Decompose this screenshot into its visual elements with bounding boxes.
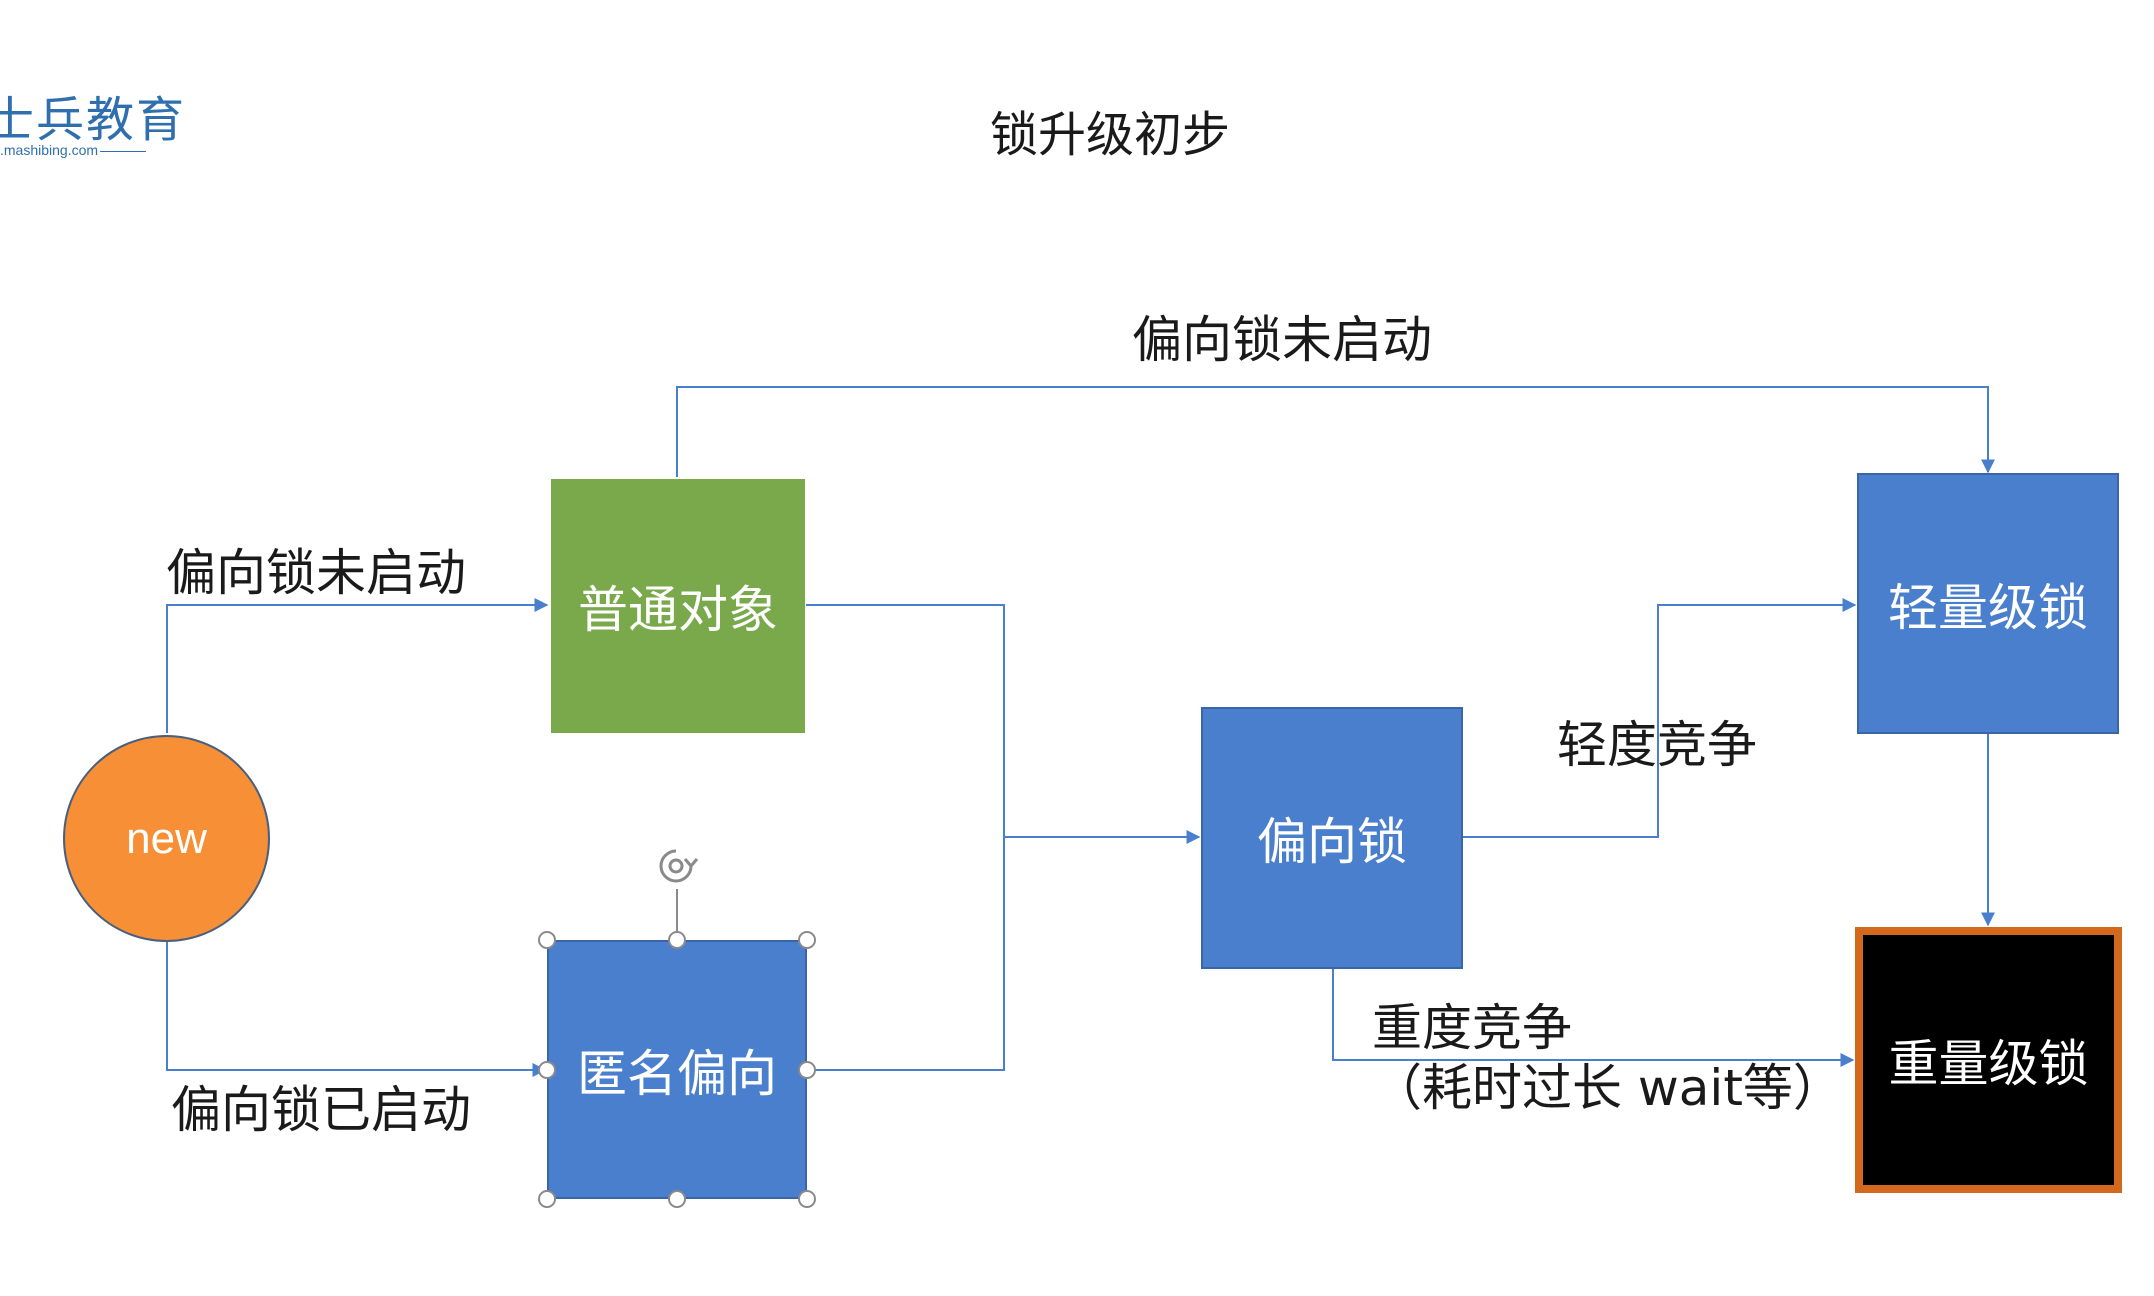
connector-biased-to-heavyweight xyxy=(1332,968,1855,1067)
connector-normal-to-merge xyxy=(806,604,1005,837)
connector-anonymous-to-merge xyxy=(807,837,1005,1071)
resize-handle-top-center[interactable] xyxy=(668,931,686,949)
logo-text: 士兵教育 xyxy=(0,92,187,148)
connector-new-to-anonymous xyxy=(166,938,547,1077)
node-normal-object[interactable]: 普通对象 xyxy=(551,479,805,733)
node-biased-lock[interactable]: 偏向锁 xyxy=(1201,707,1463,969)
label-new-to-normal: 偏向锁未启动 xyxy=(166,544,466,602)
diagram-title: 锁升级初步 xyxy=(989,107,1230,163)
node-lightweight-lock[interactable]: 轻量级锁 xyxy=(1857,473,2119,734)
connector-normal-to-lightweight xyxy=(676,386,1995,477)
node-new[interactable]: new xyxy=(63,735,270,942)
node-heavyweight-lock[interactable]: 重量级锁 xyxy=(1855,927,2122,1193)
connector-biased-to-lightweight xyxy=(1461,598,1857,838)
resize-handle-middle-right[interactable] xyxy=(798,1061,816,1079)
logo-url: .mashibing.com xyxy=(0,142,99,158)
label-new-to-anonymous: 偏向锁已启动 xyxy=(171,1081,471,1139)
label-heavy-contention: 重度竞争 xyxy=(1372,999,1572,1057)
connector-new-to-normal xyxy=(166,598,549,733)
resize-handle-bottom-right[interactable] xyxy=(798,1190,816,1208)
label-heavy-contention-note: （耗时过长 wait等） xyxy=(1372,1059,1843,1117)
logo-url-row: .mashibing.com xyxy=(0,142,147,158)
label-light-contention: 轻度竞争 xyxy=(1557,716,1757,774)
node-anonymous-biased[interactable]: 匿名偏向 xyxy=(547,940,807,1199)
resize-handle-middle-left[interactable] xyxy=(538,1061,556,1079)
label-top-bias-disabled: 偏向锁未启动 xyxy=(1132,311,1432,369)
rotate-handle-stem xyxy=(676,889,678,939)
resize-handle-bottom-center[interactable] xyxy=(668,1190,686,1208)
logo: 士兵教育 .mashibing.com xyxy=(0,80,184,170)
resize-handle-top-left[interactable] xyxy=(538,931,556,949)
resize-handle-top-right[interactable] xyxy=(798,931,816,949)
resize-handle-bottom-left[interactable] xyxy=(538,1190,556,1208)
logo-rule xyxy=(100,150,147,152)
rotate-handle-icon[interactable] xyxy=(653,843,699,889)
